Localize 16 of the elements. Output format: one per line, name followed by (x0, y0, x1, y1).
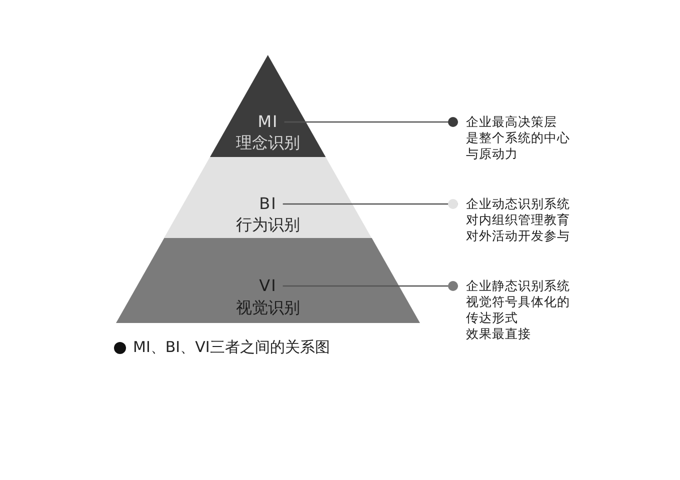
caption-text: MI、BI、VI三者之间的关系图 (133, 338, 330, 357)
abbreviation-label: VI (259, 277, 277, 295)
abbreviation-label: MI (258, 113, 278, 131)
tier-label: 视觉识别 (236, 299, 300, 317)
pyramid-tier (164, 157, 372, 238)
pyramid-tier (116, 238, 420, 323)
tier-label: 理念识别 (236, 134, 300, 152)
leader-line (282, 199, 458, 209)
leader-line (282, 281, 458, 291)
pyramid-top-tier (210, 55, 326, 157)
tier-label: 行为识别 (236, 216, 300, 234)
description-text: 企业动态识别系统对内组织管理教育对外活动开发参与 (458, 196, 570, 244)
description-text: 企业最高决策层是整个系统的中心与原动力 (458, 114, 570, 162)
leader-line (284, 117, 458, 127)
abbreviation-label: BI (259, 195, 277, 213)
description-text: 企业静态识别系统视觉符号具体化的传达形式效果最直接 (458, 278, 570, 342)
